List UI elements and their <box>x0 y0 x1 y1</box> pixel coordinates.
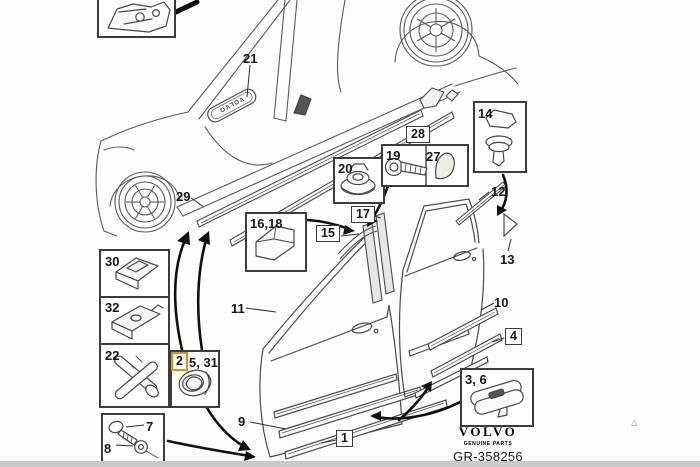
callout-20: 20 <box>338 161 353 176</box>
brand-tagline: GENUINE PARTS <box>463 441 513 447</box>
corner-piece-13 <box>503 212 518 238</box>
callout-3-6: 3, 6 <box>465 372 487 387</box>
clip-30-illustration <box>115 257 159 290</box>
grommet-20-illustration <box>340 163 376 196</box>
bracket-clip-illustration <box>107 1 171 33</box>
front-wheel <box>114 171 176 233</box>
moulding-4 <box>430 333 503 378</box>
callout-13: 13 <box>500 252 515 267</box>
callout-14: 14 <box>478 106 493 121</box>
leader-lines <box>115 64 512 447</box>
callout-2-highlighted: 2 <box>171 352 188 371</box>
callout-32: 32 <box>105 300 120 315</box>
callout-17: 17 <box>351 206 375 223</box>
screw-19-illustration <box>384 157 428 177</box>
callout-16-18: 16,18 <box>250 216 283 231</box>
callout-10: 10 <box>494 295 509 310</box>
b-pillar-trim <box>337 212 395 304</box>
car-illustration <box>95 0 519 237</box>
part-illustrations <box>107 1 524 459</box>
door-moulding-front <box>273 373 398 419</box>
grommet-2-illustration <box>178 369 212 397</box>
bottom-edge-strip <box>0 461 700 467</box>
callout-7: 7 <box>146 419 154 434</box>
callout-29: 29 <box>176 189 191 204</box>
callout-4: 4 <box>505 328 522 345</box>
strip-29 <box>196 109 424 228</box>
rear-wheel <box>399 0 473 67</box>
clip-14-illustration <box>485 109 517 167</box>
sill-plate: VOLVO <box>207 88 257 123</box>
callout-27: 27 <box>426 149 441 164</box>
callout-21: 21 <box>243 51 258 66</box>
callout-12: 12 <box>491 184 506 199</box>
washer-8-illustration <box>134 440 159 459</box>
watermark-triangle-icon: ▵ <box>631 414 638 429</box>
callout-5-31: 5, 31 <box>189 355 218 370</box>
front-door <box>259 233 403 458</box>
callout-28: 28 <box>406 126 430 143</box>
part-box-7-8 <box>101 413 165 463</box>
callout-19: 19 <box>386 148 401 163</box>
nut-32-illustration <box>111 304 164 340</box>
drawing-number: GR-358256 <box>453 449 523 464</box>
volvo-logo: VOLVO <box>458 424 518 439</box>
clip-3-6-illustration <box>470 379 524 418</box>
callout-8: 8 <box>104 441 112 456</box>
film-16-18-illustration <box>255 225 295 261</box>
brand-block: VOLVO GENUINE PARTS GR-358256 <box>445 424 531 464</box>
callout-15: 15 <box>316 225 340 242</box>
callout-11: 11 <box>231 301 245 316</box>
callout-1: 1 <box>336 430 353 447</box>
moulding-10 <box>427 307 499 351</box>
callout-9: 9 <box>238 414 246 429</box>
callout-22: 22 <box>105 348 120 363</box>
pin-22-illustration <box>114 355 159 400</box>
screw-7-illustration <box>108 420 138 446</box>
wedge-27-illustration <box>435 152 455 180</box>
callout-30: 30 <box>105 254 120 269</box>
